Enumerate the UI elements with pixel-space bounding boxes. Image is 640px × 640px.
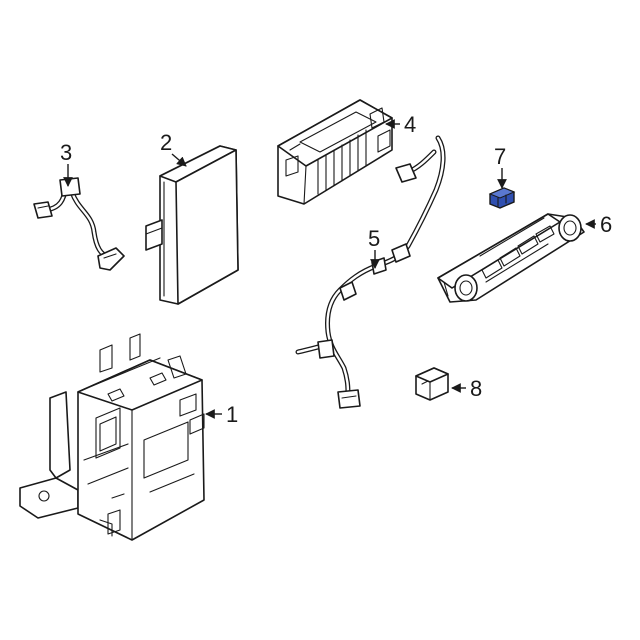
part-6-climate-control-panel[interactable] — [437, 213, 585, 303]
callout-1: 1 — [226, 402, 238, 427]
callout-8: 8 — [470, 376, 482, 401]
part-7-control-knob[interactable] — [488, 187, 516, 209]
callout-4: 4 — [404, 112, 416, 137]
part-2-display-screen[interactable] — [145, 145, 239, 305]
callout-3: 3 — [60, 140, 72, 165]
callout-6: 6 — [600, 212, 612, 237]
callout-2: 2 — [160, 130, 172, 155]
callout-leaders — [63, 119, 596, 419]
callout-5: 5 — [368, 226, 380, 251]
part-8-switch[interactable] — [415, 367, 449, 401]
part-5-wiring-harness[interactable] — [295, 135, 446, 409]
part-3-sensor-harness[interactable] — [33, 177, 125, 271]
part-4-amplifier-module[interactable] — [277, 99, 393, 205]
callout-7: 7 — [494, 144, 506, 169]
callout-labels: 1 2 3 4 5 6 7 8 — [60, 112, 612, 427]
leader-2 — [171, 153, 187, 167]
part-1-module-bracket[interactable] — [19, 333, 205, 541]
